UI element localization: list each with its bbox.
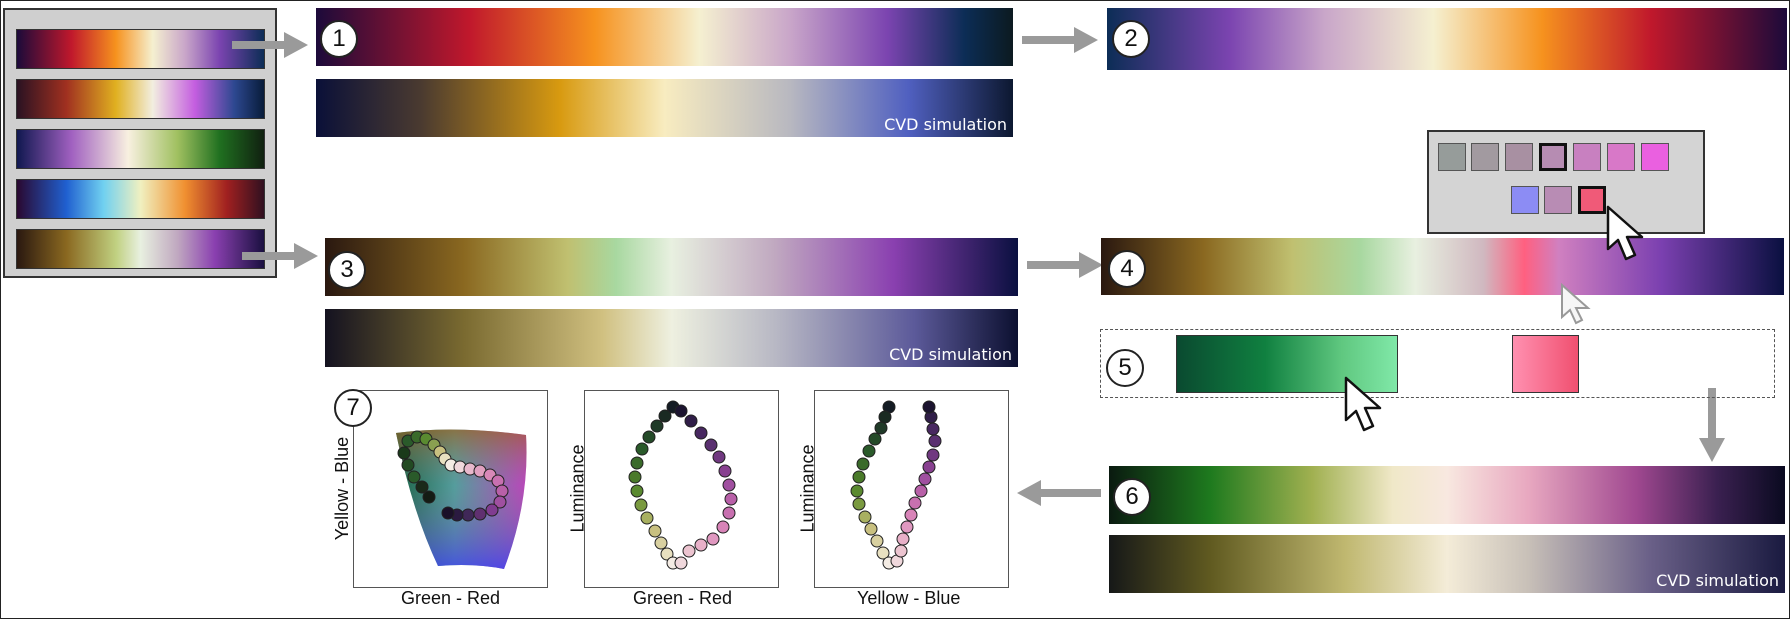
color-swatch[interactable] [1438, 143, 1466, 171]
palette-option-3[interactable] [16, 129, 265, 169]
color-swatch[interactable] [1511, 186, 1539, 214]
plot-canvas [628, 400, 738, 570]
palette-option-2[interactable] [16, 79, 265, 119]
plot-yellow-blue-green-red [353, 390, 548, 588]
cvd-label: CVD simulation [884, 115, 1007, 134]
color-picker-popup [1427, 130, 1705, 234]
color-swatch[interactable] [1544, 186, 1572, 214]
data-points [850, 400, 942, 570]
step-badge-3: 3 [328, 251, 366, 289]
color-swatch[interactable] [1471, 143, 1499, 171]
color-edit-area [1100, 329, 1775, 398]
color-swatch[interactable] [1573, 143, 1601, 171]
step-badge-5: 5 [1106, 349, 1144, 387]
colormap-step-4 [1101, 238, 1784, 295]
data-points [628, 400, 738, 570]
y-axis-label: Yellow - Blue [332, 436, 353, 541]
cvd-bar-step-3: CVD simulation [325, 309, 1018, 367]
cursor-icon [1344, 376, 1382, 432]
color-swatch[interactable] [1505, 143, 1533, 171]
step-badge-2: 2 [1112, 20, 1150, 58]
x-axis-label: Yellow - Blue [857, 588, 961, 608]
arrow-step-5-to-6 [1699, 388, 1725, 462]
color-swatch-selected[interactable] [1539, 143, 1567, 171]
step-badge-1: 1 [320, 20, 358, 58]
palette-option-5[interactable] [16, 229, 265, 269]
plot-luminance-green-red [584, 390, 779, 588]
color-swatch[interactable] [1607, 143, 1635, 171]
colormap-step-6 [1109, 466, 1785, 524]
arrow-step-1-to-2 [1022, 27, 1098, 53]
cvd-label: CVD simulation [1656, 571, 1779, 590]
cursor-icon [1606, 205, 1644, 261]
x-axis-label: Green - Red [401, 588, 501, 608]
y-axis-label: Luminance [797, 444, 818, 533]
arrow-step-6-to-plots [1017, 480, 1101, 506]
palette-option-4[interactable] [16, 179, 265, 219]
arrow-step-3-to-4 [1027, 252, 1103, 278]
colormap-step-3 [325, 238, 1018, 296]
cursor-ghost-icon [1561, 283, 1591, 325]
cvd-bar-step-1: CVD simulation [316, 79, 1013, 137]
colormap-step-1 [316, 8, 1013, 66]
plot-canvas [396, 429, 527, 569]
pink-gradient-swatch[interactable] [1512, 335, 1579, 393]
step-badge-6: 6 [1113, 478, 1151, 516]
arrow-to-step-3 [242, 243, 318, 269]
palette-option-1[interactable] [16, 29, 265, 69]
data-points [397, 430, 509, 522]
plot-luminance-yellow-blue [814, 390, 1009, 588]
x-axis-label: Green - Red [633, 588, 733, 608]
step-badge-7: 7 [334, 389, 372, 427]
palette-list [3, 8, 277, 278]
cvd-bar-step-6: CVD simulation [1109, 535, 1785, 593]
color-swatch-selected[interactable] [1578, 186, 1606, 214]
colormap-step-2 [1107, 8, 1787, 70]
step-badge-4: 4 [1108, 250, 1146, 288]
color-swatch[interactable] [1641, 143, 1669, 171]
y-axis-label: Luminance [567, 444, 588, 533]
plot-canvas [850, 400, 942, 570]
green-gradient-swatch[interactable] [1176, 335, 1398, 393]
arrow-to-step-1 [232, 32, 308, 58]
cvd-label: CVD simulation [889, 345, 1012, 364]
